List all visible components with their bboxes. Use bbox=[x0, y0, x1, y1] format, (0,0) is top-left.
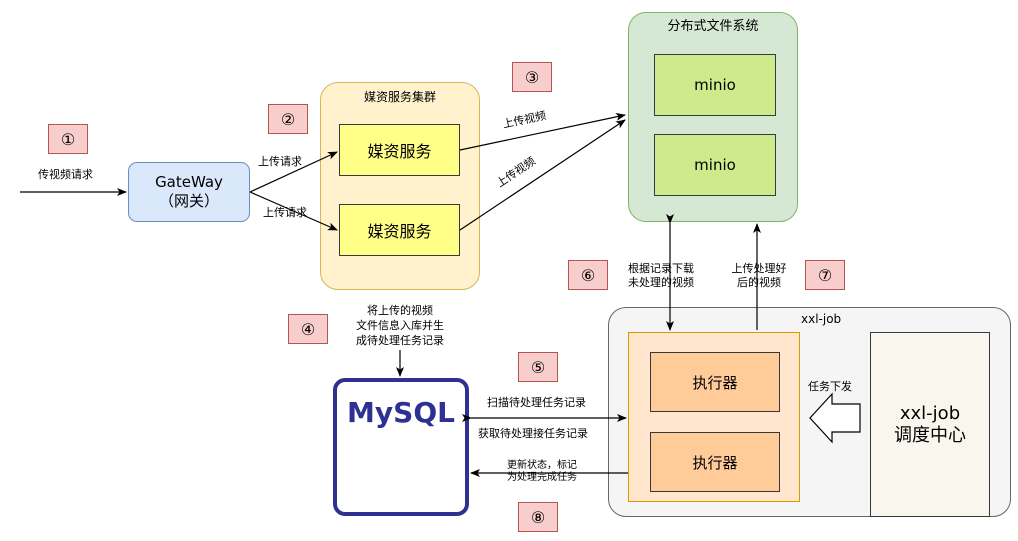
download-line1: 根据记录下载 bbox=[628, 262, 694, 275]
gateway-line2: （网关） bbox=[158, 192, 219, 210]
label-fetch-tasks: 获取待处理接任务记录 bbox=[478, 427, 588, 440]
update-line1: 更新状态，标记 bbox=[507, 460, 577, 471]
dispatch-arrow bbox=[809, 392, 861, 444]
step-badge-8: ⑧ bbox=[518, 502, 558, 532]
scheduler-line2: 调度中心 bbox=[894, 424, 966, 446]
label-upload-processed: 上传处理好 后的视频 bbox=[722, 262, 796, 290]
executor-1: 执行器 bbox=[650, 352, 780, 412]
step-badge-2: ② bbox=[268, 104, 308, 134]
xxl-job-title: xxl-job bbox=[801, 312, 842, 326]
step-badge-3: ③ bbox=[512, 62, 552, 92]
executor-2: 执行器 bbox=[650, 432, 780, 492]
label-dispatch: 任务下发 bbox=[808, 380, 852, 393]
arrow-service1-to-minio bbox=[459, 112, 626, 151]
label-download-video: 根据记录下载 未处理的视频 bbox=[612, 262, 710, 290]
label-upload-request-2: 上传请求 bbox=[263, 206, 307, 219]
download-line2: 未处理的视频 bbox=[628, 276, 694, 289]
minio-node-1: minio bbox=[654, 54, 776, 116]
step-badge-7: ⑦ bbox=[805, 260, 845, 290]
label-upload-video-request: 传视频请求 bbox=[38, 168, 93, 181]
minio-node-2: minio bbox=[654, 134, 776, 196]
media-service-2: 媒资服务 bbox=[339, 204, 460, 256]
storage-title: 分布式文件系统 bbox=[667, 19, 759, 34]
upload-processed-line2: 后的视频 bbox=[737, 276, 781, 289]
record-line1: 将上传的视频 bbox=[367, 304, 433, 317]
step-badge-5: ⑤ bbox=[518, 352, 558, 382]
gateway-line1: GateWay bbox=[155, 173, 223, 191]
label-update-status: 更新状态，标记 为处理完成任务 bbox=[500, 460, 584, 484]
arrow-service2-to-minio bbox=[459, 119, 626, 231]
upload-processed-line1: 上传处理好 bbox=[731, 262, 787, 275]
step-badge-1: ① bbox=[48, 124, 88, 154]
record-line3: 成待处理任务记录 bbox=[356, 334, 444, 347]
mysql-database: MySQL bbox=[333, 378, 469, 516]
step-badge-4: ④ bbox=[288, 314, 328, 344]
arrow-gateway-to-service1 bbox=[249, 151, 338, 193]
scheduler-center: xxl-job 调度中心 bbox=[870, 332, 990, 517]
arrow-gateway-to-service2 bbox=[249, 191, 338, 231]
label-record-tasks: 将上传的视频 文件信息入库并生 成待处理任务记录 bbox=[340, 303, 460, 348]
label-upload-request-1: 上传请求 bbox=[258, 155, 302, 168]
gateway-box: GateWay （网关） bbox=[128, 162, 250, 222]
label-scan-tasks: 扫描待处理任务记录 bbox=[487, 396, 586, 409]
scheduler-line1: xxl-job bbox=[899, 402, 961, 424]
media-cluster-title: 媒资服务集群 bbox=[363, 90, 436, 104]
update-line2: 为处理完成任务 bbox=[507, 472, 577, 483]
media-service-1: 媒资服务 bbox=[339, 124, 460, 176]
step-badge-6: ⑥ bbox=[568, 260, 608, 290]
mysql-label: MySQL bbox=[347, 396, 455, 429]
record-line2: 文件信息入库并生 bbox=[356, 319, 444, 332]
